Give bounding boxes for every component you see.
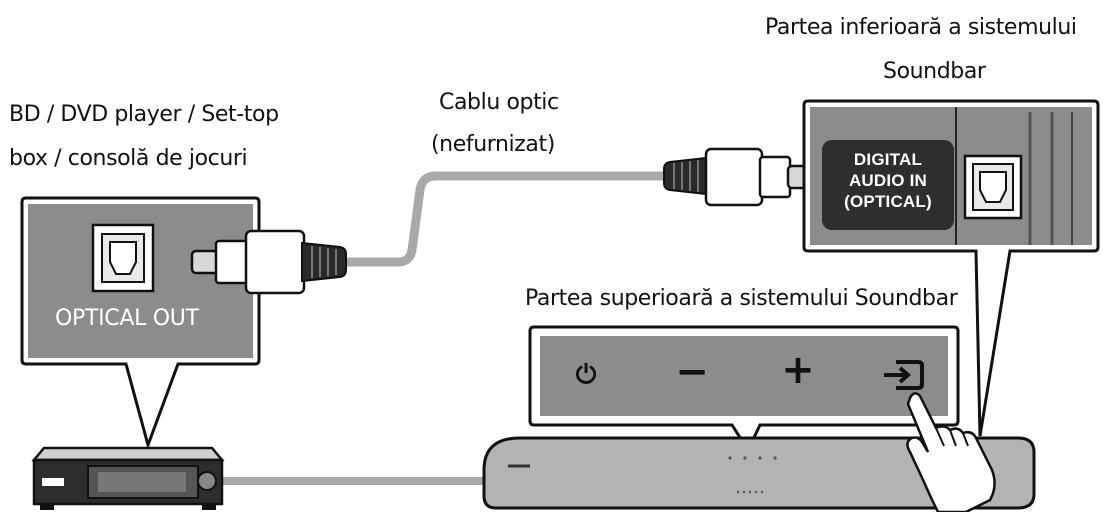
- volume-down-button[interactable]: −: [672, 352, 712, 392]
- soundbar-bottom-label-line2: Soundbar: [883, 59, 986, 84]
- soundbar-top-callout: [528, 325, 960, 454]
- source-device-player: [31, 446, 225, 510]
- optical-out-label: OPTICAL OUT: [55, 306, 199, 331]
- cable-label-line2: (nefurnizat): [431, 132, 555, 157]
- pointing-hand-icon: [906, 392, 996, 512]
- optical-in-port-icon: [963, 154, 1023, 220]
- volume-up-button[interactable]: +: [778, 350, 818, 390]
- digital-audio-in-label-line1: DIGITAL: [853, 150, 923, 169]
- optical-plug-right-icon: [663, 147, 816, 207]
- soundbar-body: [482, 436, 1036, 510]
- digital-audio-in-label-line2: AUDIO IN: [848, 171, 928, 190]
- minus-icon: −: [675, 349, 709, 395]
- optical-plug-left-icon: [190, 229, 347, 295]
- source-button[interactable]: [880, 358, 926, 392]
- source-input-icon: [884, 360, 924, 390]
- cable-label-line1: Cablu optic: [439, 90, 559, 115]
- soundbar-top-label: Partea superioară a sistemului Soundbar: [525, 286, 958, 311]
- power-icon: ⏻: [575, 360, 597, 390]
- soundbar-bottom-callout: [802, 99, 1100, 437]
- plus-icon: +: [781, 347, 815, 393]
- source-device-label-line1: BD / DVD player / Set-top: [9, 102, 279, 127]
- source-device-label-line2: box / consolă de jocuri: [9, 146, 248, 171]
- optical-cable: [340, 171, 673, 267]
- optical-out-port-icon: [91, 223, 155, 293]
- power-button[interactable]: ⏻: [568, 360, 604, 390]
- digital-audio-in-label-line3: (OPTICAL): [844, 192, 932, 211]
- soundbar-bottom-label-line1: Partea inferioară a sistemului: [765, 15, 1077, 40]
